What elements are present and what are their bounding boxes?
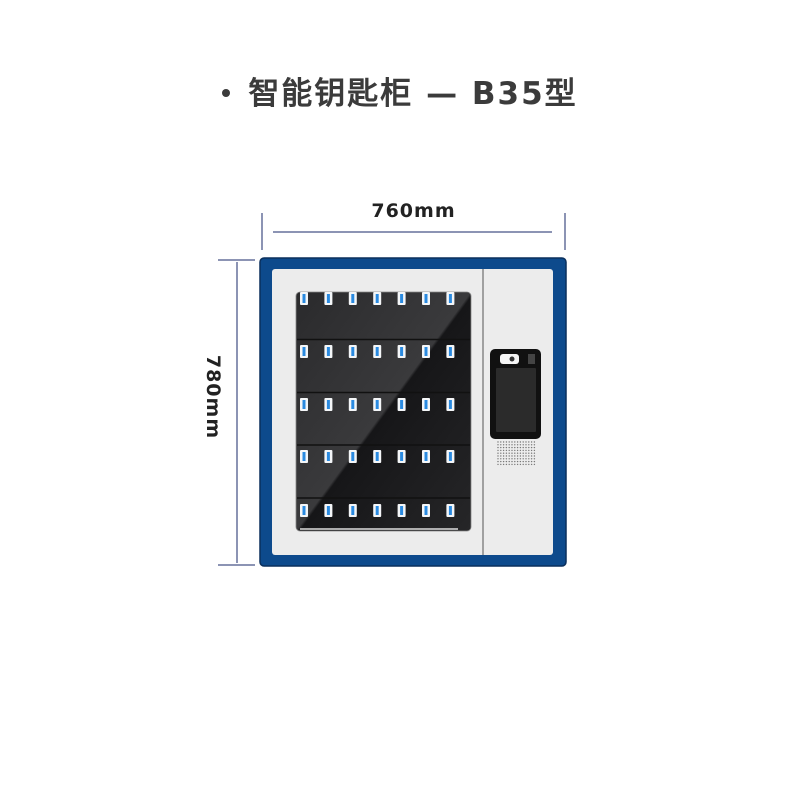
width-dimension-label: 760mm: [371, 200, 456, 222]
key-slot[interactable]: [422, 398, 430, 411]
key-slot[interactable]: [446, 292, 455, 305]
key-slot[interactable]: [348, 398, 357, 411]
key-slot[interactable]: [300, 398, 308, 411]
key-slot[interactable]: [324, 450, 333, 463]
width-dimension-line: [261, 213, 566, 250]
glass-window: [295, 291, 472, 532]
key-slot[interactable]: [397, 345, 406, 358]
key-slot[interactable]: [300, 292, 308, 305]
key-slot[interactable]: [373, 398, 382, 411]
key-slot[interactable]: [422, 292, 430, 305]
key-slot[interactable]: [422, 504, 430, 517]
key-slot[interactable]: [422, 345, 430, 358]
key-slots: [300, 292, 455, 517]
key-slot[interactable]: [422, 450, 430, 463]
key-slot[interactable]: [397, 398, 406, 411]
height-dimension-line: [218, 259, 255, 566]
touch-terminal[interactable]: [490, 349, 541, 439]
key-slot[interactable]: [300, 450, 308, 463]
key-slot[interactable]: [348, 292, 357, 305]
key-slot[interactable]: [446, 450, 455, 463]
key-slot[interactable]: [348, 450, 357, 463]
key-slot[interactable]: [373, 504, 382, 517]
bullet-icon: [222, 88, 231, 97]
key-slot[interactable]: [300, 504, 308, 517]
key-slot[interactable]: [324, 345, 333, 358]
key-slot[interactable]: [373, 345, 382, 358]
key-slot[interactable]: [373, 450, 382, 463]
key-slot[interactable]: [324, 504, 333, 517]
speaker-grille-icon: [497, 441, 536, 466]
key-slot[interactable]: [300, 345, 308, 358]
key-slot[interactable]: [446, 345, 455, 358]
key-slot[interactable]: [348, 345, 357, 358]
sensor-icon: [528, 354, 535, 364]
key-slot[interactable]: [397, 450, 406, 463]
key-slot[interactable]: [324, 398, 333, 411]
page-title: 智能钥匙柜 — B35型: [0, 68, 800, 113]
key-shelves: [297, 338, 470, 499]
key-slot[interactable]: [324, 292, 333, 305]
key-slot[interactable]: [446, 398, 455, 411]
key-slot[interactable]: [397, 292, 406, 305]
key-slot[interactable]: [397, 504, 406, 517]
key-slot[interactable]: [373, 292, 382, 305]
touch-screen[interactable]: [496, 368, 536, 432]
key-slot[interactable]: [446, 504, 455, 517]
key-slot[interactable]: [348, 504, 357, 517]
title-text: 智能钥匙柜 — B35型: [248, 76, 578, 112]
